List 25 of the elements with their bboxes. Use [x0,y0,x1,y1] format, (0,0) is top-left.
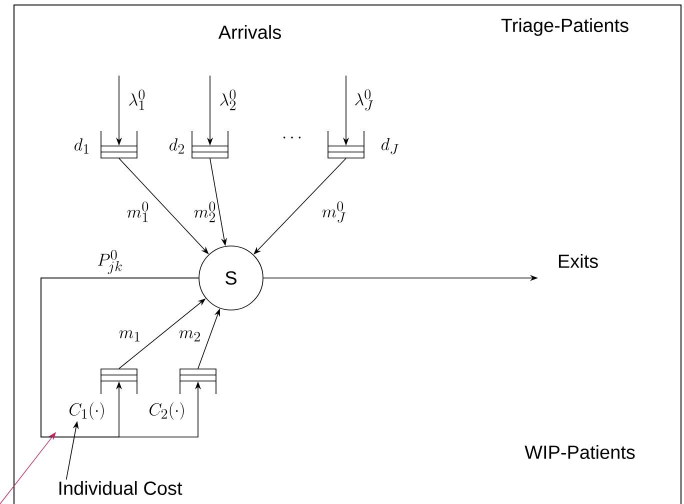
node-text: Individual Cost [59,481,182,495]
edge-label: $m_2^0$ [194,202,216,222]
heading-text: Triage-Patients [501,18,628,36]
heading-text: Arrivals [218,25,281,39]
queue-symbol [328,130,364,158]
queue-symbol [100,130,138,158]
queue-label: $d_J$ [382,138,398,154]
queue-symbol [180,368,216,394]
heading-text: WIP-Patients [524,445,635,459]
ellipsis: $\cdots$ [283,136,301,138]
cost-label: $C_2(\cdot)$ [150,402,184,420]
edge-label: $\lambda_2^0$ [220,90,236,110]
edge-label: $P_{jk}^0$ [98,250,122,274]
edge-label: $m_1^0$ [127,202,148,222]
queue-symbol [192,130,228,158]
queue-symbol [100,368,138,394]
edge-label: $\lambda_J^0$ [355,89,374,111]
edge-label: $m_2$ [179,330,200,342]
cost-label: $C_1(\cdot)$ [70,402,104,420]
queue-label: $d_2$ [170,138,184,154]
edge-label: $m_1$ [119,330,140,342]
edge-label: $\lambda_1^0$ [129,90,145,110]
node-text: Exits [558,254,598,268]
edge-label: $m_J^0$ [322,201,346,223]
queue-label: $d_1$ [74,138,89,154]
